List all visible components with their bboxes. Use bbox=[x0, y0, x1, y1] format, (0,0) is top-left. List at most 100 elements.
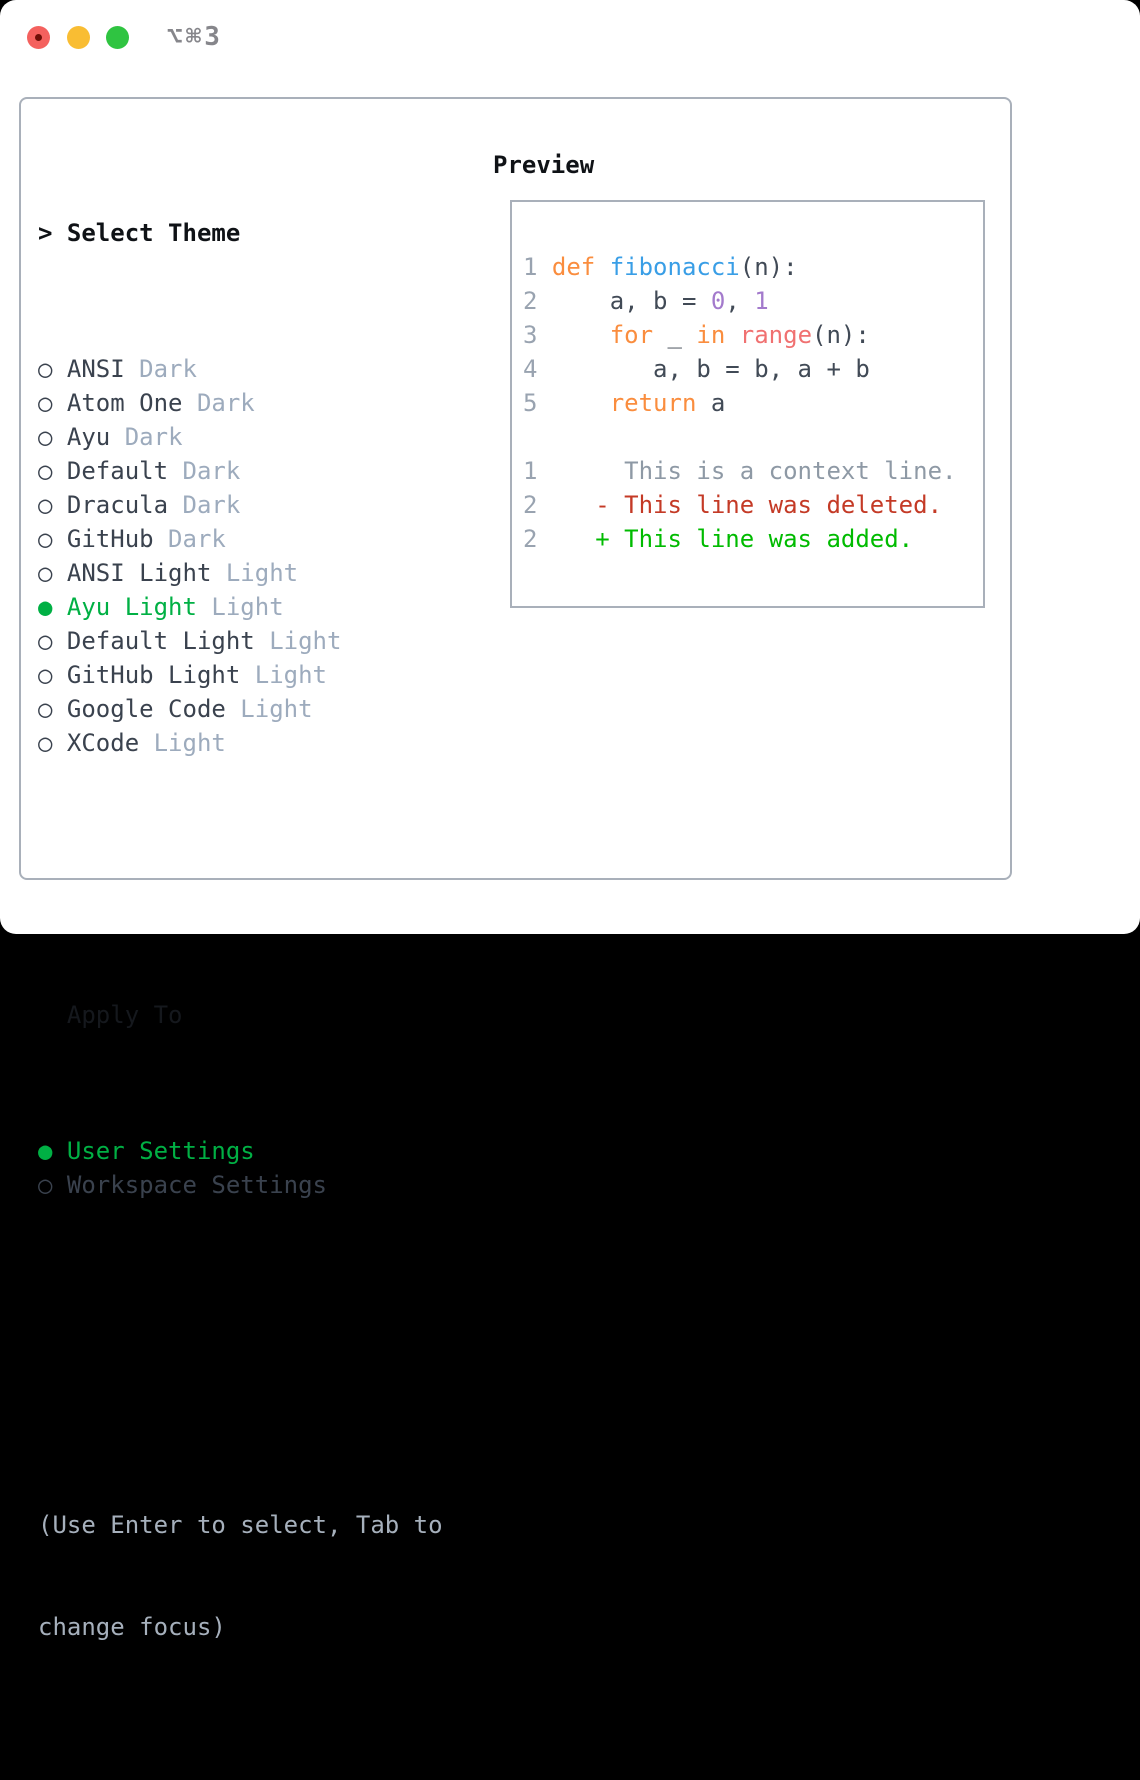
theme-option[interactable]: ○ GitHub Light Light bbox=[38, 658, 443, 692]
theme-option[interactable]: ○ Atom One Dark bbox=[38, 386, 443, 420]
theme-variant: Light bbox=[255, 627, 342, 655]
theme-option[interactable]: ○ Default Dark bbox=[38, 454, 443, 488]
theme-option[interactable]: ○ ANSI Dark bbox=[38, 352, 443, 386]
code-segment: 2 bbox=[523, 491, 537, 519]
code-segment: 4 bbox=[523, 355, 552, 383]
code-segment: fibonacci bbox=[610, 253, 740, 281]
code-segment: 1 bbox=[523, 253, 552, 281]
apply-to-option[interactable]: ○ Workspace Settings bbox=[38, 1168, 443, 1202]
theme-variant: Dark bbox=[154, 525, 226, 553]
theme-name: GitHub bbox=[67, 525, 154, 553]
code-segment: def bbox=[552, 253, 610, 281]
window-shortcut-label: ⌥⌘3 bbox=[167, 22, 223, 52]
radio-unselected-icon: ○ bbox=[38, 355, 67, 383]
radio-unselected-icon: ○ bbox=[38, 457, 67, 485]
theme-name: ANSI bbox=[67, 355, 125, 383]
radio-unselected-icon: ○ bbox=[38, 729, 67, 757]
main-panel: > Select Theme ○ ANSI Dark○ Atom One Dar… bbox=[19, 97, 1012, 880]
code-segment: This is a context line. bbox=[537, 457, 956, 485]
theme-variant: Light bbox=[226, 695, 313, 723]
minimize-button[interactable] bbox=[67, 26, 90, 49]
code-segment: for bbox=[610, 321, 653, 349]
titlebar: ⌥⌘3 bbox=[0, 0, 1140, 75]
theme-name: GitHub Light bbox=[67, 661, 240, 689]
theme-variant: Dark bbox=[110, 423, 182, 451]
code-line bbox=[523, 420, 983, 454]
theme-name: Default bbox=[67, 457, 168, 485]
theme-option[interactable]: ○ Ayu Dark bbox=[38, 420, 443, 454]
apply-to-heading: Apply To bbox=[38, 998, 443, 1032]
code-line: 5 return a bbox=[523, 386, 983, 420]
code-segment: (n): bbox=[812, 321, 870, 349]
code-line: 3 for _ in range(n): bbox=[523, 318, 983, 352]
radio-unselected-icon: ○ bbox=[38, 627, 67, 655]
code-line: 2 - This line was deleted. bbox=[523, 488, 983, 522]
caret-icon: > bbox=[38, 219, 67, 247]
theme-option[interactable]: ● Ayu Light Light bbox=[38, 590, 443, 624]
code-segment bbox=[552, 389, 610, 417]
code-line: 4 a, b = b, a + b bbox=[523, 352, 983, 386]
radio-unselected-icon: ○ bbox=[38, 1171, 67, 1199]
theme-option[interactable]: ○ Dracula Dark bbox=[38, 488, 443, 522]
code-segment: , bbox=[725, 287, 754, 315]
theme-variant: Light bbox=[139, 729, 226, 757]
spacer bbox=[38, 862, 443, 896]
code-segment: (n): bbox=[740, 253, 798, 281]
code-segment: - This line was deleted. bbox=[537, 491, 942, 519]
close-button[interactable] bbox=[27, 26, 50, 49]
app-window: ⌥⌘3 > Select Theme ○ ANSI Dark○ Atom One… bbox=[0, 0, 1140, 934]
select-theme-heading-label: Select Theme bbox=[67, 219, 240, 247]
theme-name: Google Code bbox=[67, 695, 226, 723]
theme-name: XCode bbox=[67, 729, 139, 757]
theme-option[interactable]: ○ Google Code Light bbox=[38, 692, 443, 726]
theme-variant: Dark bbox=[168, 491, 240, 519]
apply-to-option[interactable]: ● User Settings bbox=[38, 1134, 443, 1168]
theme-name: Dracula bbox=[67, 491, 168, 519]
theme-selector: > Select Theme ○ ANSI Dark○ Atom One Dar… bbox=[38, 148, 443, 1780]
code-line: 2 + This line was added. bbox=[523, 522, 983, 556]
code-segment: a, b = bbox=[552, 287, 711, 315]
code-segment: _ bbox=[653, 321, 696, 349]
radio-unselected-icon: ○ bbox=[38, 423, 67, 451]
radio-unselected-icon: ○ bbox=[38, 491, 67, 519]
select-theme-heading: > Select Theme bbox=[38, 216, 443, 250]
code-segment: 2 bbox=[523, 287, 552, 315]
spacer bbox=[38, 1304, 443, 1338]
hint-line: change focus) bbox=[38, 1610, 443, 1644]
theme-name: Atom One bbox=[67, 389, 183, 417]
apply-to-label: User Settings bbox=[67, 1137, 255, 1165]
theme-option[interactable]: ○ XCode Light bbox=[38, 726, 443, 760]
code-segment bbox=[552, 321, 610, 349]
radio-unselected-icon: ○ bbox=[38, 559, 67, 587]
code-segment: 1 bbox=[523, 457, 537, 485]
preview-heading: Preview bbox=[493, 148, 594, 182]
radio-selected-icon: ● bbox=[38, 593, 67, 621]
hint-line: (Use Enter to select, Tab to bbox=[38, 1508, 443, 1542]
maximize-button[interactable] bbox=[106, 26, 129, 49]
radio-unselected-icon: ○ bbox=[38, 695, 67, 723]
apply-to-label: Workspace Settings bbox=[67, 1171, 327, 1199]
code-segment: 2 bbox=[523, 525, 537, 553]
code-segment: 5 bbox=[523, 389, 552, 417]
theme-option[interactable]: ○ GitHub Dark bbox=[38, 522, 443, 556]
theme-variant: Light bbox=[211, 559, 298, 587]
theme-name: Default Light bbox=[67, 627, 255, 655]
theme-option[interactable]: ○ Default Light Light bbox=[38, 624, 443, 658]
theme-variant: Dark bbox=[125, 355, 197, 383]
theme-name: ANSI Light bbox=[67, 559, 212, 587]
code-segment: in bbox=[696, 321, 725, 349]
theme-list: ○ ANSI Dark○ Atom One Dark○ Ayu Dark○ De… bbox=[38, 352, 443, 760]
theme-name: Ayu bbox=[67, 423, 110, 451]
code-segment bbox=[725, 321, 739, 349]
apply-to-list: ● User Settings○ Workspace Settings bbox=[38, 1134, 443, 1202]
code-segment: + This line was added. bbox=[537, 525, 913, 553]
theme-variant: Light bbox=[240, 661, 327, 689]
code-segment: range bbox=[740, 321, 812, 349]
theme-option[interactable]: ○ ANSI Light Light bbox=[38, 556, 443, 590]
hint-text: (Use Enter to select, Tab to change focu… bbox=[38, 1440, 443, 1712]
code-segment: 0 bbox=[711, 287, 725, 315]
code-segment: a bbox=[696, 389, 725, 417]
code-segment: return bbox=[610, 389, 697, 417]
code-line: 1 This is a context line. bbox=[523, 454, 983, 488]
